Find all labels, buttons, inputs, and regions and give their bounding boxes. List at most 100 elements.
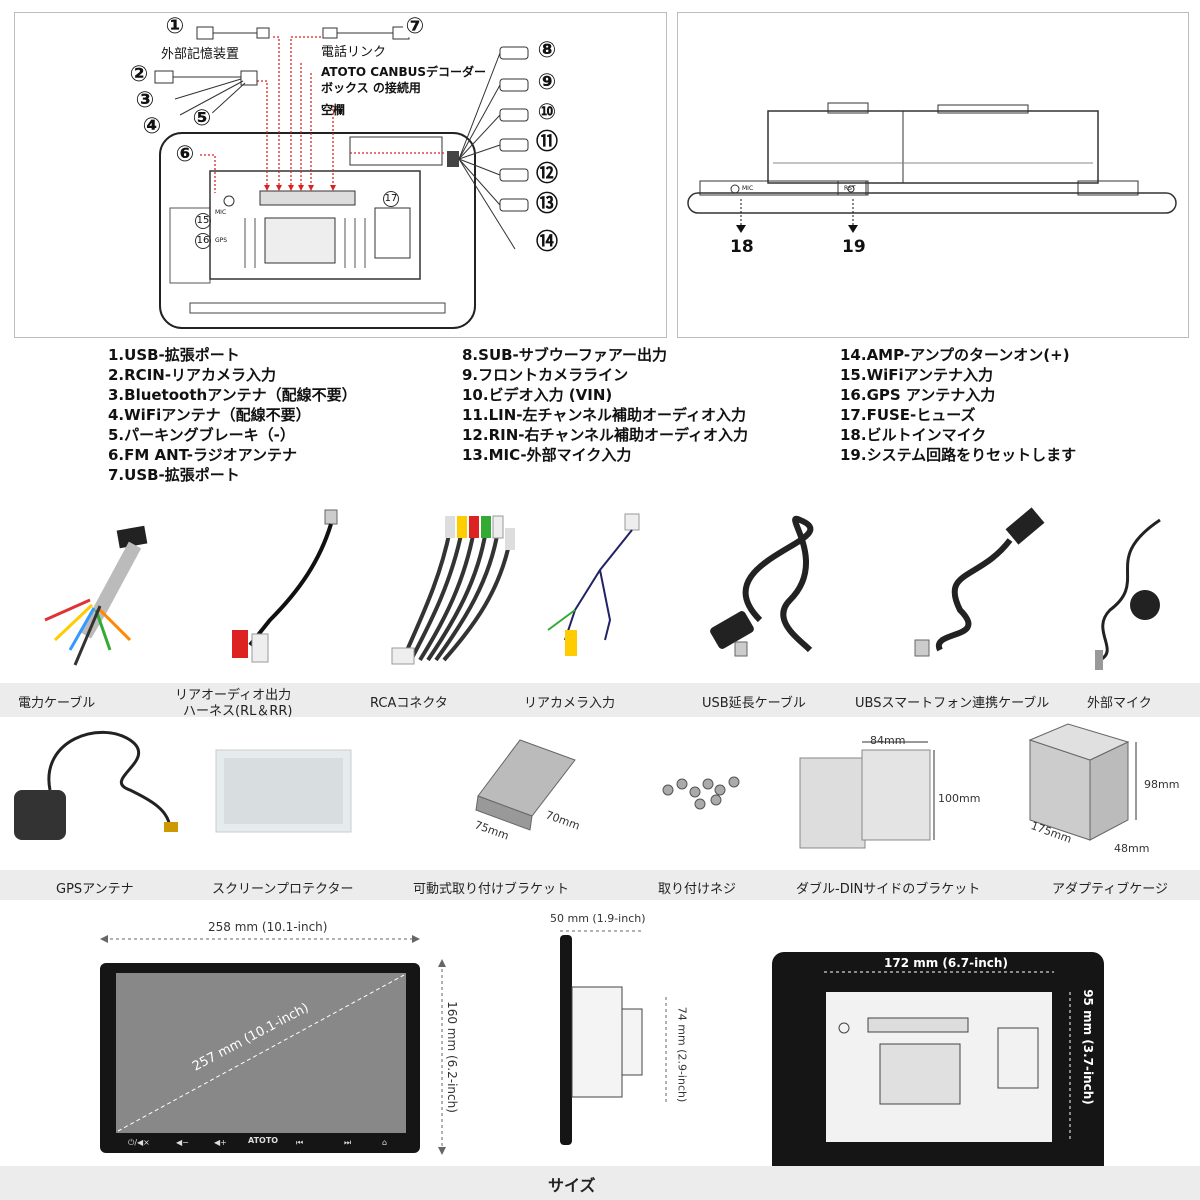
dim-cage-48: 48mm: [1114, 842, 1150, 855]
side-view-panel: MIC RST 18 19: [677, 12, 1189, 338]
mark-16: 16: [195, 233, 211, 249]
svg-text:⏭: ⏭: [344, 1138, 351, 1147]
mini-label-mic-side: MIC: [742, 185, 754, 192]
legend-item: 8.SUB-サブウーファアー出力: [462, 346, 667, 364]
label-phone-link: 電話リンク: [321, 45, 387, 60]
svg-text:⏻/◀×: ⏻/◀×: [128, 1138, 150, 1147]
movable-bracket-illustration: [475, 739, 576, 831]
accessory-illustrations-row1: [44, 507, 1161, 670]
svg-text:⏮: ⏮: [296, 1138, 303, 1147]
svg-text:◀+: ◀+: [214, 1138, 227, 1147]
caption-band-row2: [0, 870, 1200, 900]
wiring-diagram: [154, 26, 529, 329]
dim-back-width: 172 mm (6.7-inch): [884, 956, 1008, 970]
caption-mounting-screws: 取り付けネジ: [658, 882, 737, 897]
caption-rear-camera: リアカメラ入力: [524, 696, 616, 711]
mini-label-rst-side: RST: [844, 185, 856, 192]
side-view-drawing: [560, 930, 667, 1145]
legend-col-3: 14.AMP-アンプのターンオン(+) 15.WiFiアンテナ入力 16.GPS…: [840, 345, 1076, 465]
dim-cage-98: 98mm: [1144, 778, 1180, 791]
legend-item: 19.システム回路をりセットします: [840, 446, 1077, 464]
usb-extension-cable-illustration: [710, 515, 814, 657]
callout-1: ①: [163, 15, 187, 39]
legend-col-1: 1.USB-拡張ポート 2.RCIN-リアカメラ入力 3.Bluetoothアン…: [108, 345, 357, 485]
caption-adaptive-cage: アダプティブケージ: [1052, 882, 1168, 897]
dim-side-height: 74 mm (2.9-inch): [675, 1006, 689, 1103]
mounting-screws-illustration: [662, 776, 740, 810]
legend-item: 6.FM ANT-ラジオアンテナ: [108, 446, 298, 464]
caption-gps-antenna: GPSアンテナ: [56, 882, 134, 897]
dim-din-100: 100mm: [938, 792, 981, 805]
dim-side-depth: 50 mm (1.9-inch): [550, 912, 646, 925]
svg-text:◀−: ◀−: [176, 1138, 189, 1147]
callout-13: ⑬: [535, 192, 559, 217]
side-view-diagram: [687, 102, 1177, 233]
callout-10: ⑩: [535, 101, 559, 125]
mini-label-gps: GPS: [215, 237, 228, 244]
power-cable-illustration: [44, 525, 148, 666]
caption-band-row1: [0, 683, 1200, 717]
legend-item: 15.WiFiアンテナ入力: [840, 366, 994, 384]
dim-back-height: 95 mm (3.7-inch): [1080, 989, 1095, 1105]
callout-19: 19: [842, 237, 866, 257]
legend-item: 13.MIC-外部マイク入力: [462, 446, 632, 464]
legend-item: 7.USB-拡張ポート: [108, 466, 240, 484]
callout-14: ⑭: [535, 230, 559, 255]
legend-item: 5.パーキングブレーキ（-）: [108, 426, 295, 444]
wiring-diagram-panel: ① ⑦ ② ③ ④ ⑤ ⑥ ⑧ ⑨ ⑩ ⑪ ⑫ ⑬ ⑭ 外部記憶装置 電話リンク…: [14, 12, 667, 338]
dim-din-84: 84mm: [870, 734, 906, 747]
gps-antenna-illustration: [14, 730, 178, 840]
caption-din-bracket: ダブル-DINサイドのブラケット: [796, 882, 981, 897]
dim-front-height: 160 mm (6.2-inch): [444, 1001, 459, 1113]
legend-item: 14.AMP-アンプのターンオン(+): [840, 346, 1070, 364]
legend-item: 17.FUSE-ヒューズ: [840, 406, 976, 424]
caption-external-mic: 外部マイク: [1087, 696, 1152, 711]
legend-item: 12.RIN-右チャンネル補助オーディオ入力: [462, 426, 748, 444]
callout-4: ④: [140, 115, 164, 139]
mark-17: 17: [383, 191, 399, 207]
legend-item: 4.WiFiアンテナ（配線不要）: [108, 406, 311, 424]
legend-item: 9.フロントカメラライン: [462, 366, 629, 384]
callout-5: ⑤: [190, 107, 214, 131]
size-caption-band: [0, 1166, 1200, 1200]
rear-audio-harness-illustration: [232, 509, 338, 663]
callout-18: 18: [730, 237, 754, 257]
front-view-drawing: ⏻/◀×◀−◀+ ⏮⏭⌂: [100, 935, 446, 1155]
caption-usb-smartphone: UBSスマートフォン連携ケーブル: [855, 696, 1050, 711]
caption-power-cable: 電力ケーブル: [18, 696, 96, 711]
legend-item: 18.ビルトインマイク: [840, 426, 987, 444]
screen-protector-illustration: [215, 749, 352, 833]
brand-logo: ATOTO: [248, 1136, 279, 1145]
label-external-storage: 外部記憶装置: [161, 47, 240, 62]
double-din-bracket-illustration: [799, 741, 935, 849]
callout-8: ⑧: [535, 39, 559, 63]
rear-camera-cable-illustration: [547, 513, 640, 656]
mini-label-mic: MIC: [215, 209, 227, 216]
legend-item: 16.GPS アンテナ入力: [840, 386, 996, 404]
caption-usb-extension: USB延長ケーブル: [702, 696, 806, 711]
callout-9: ⑨: [535, 71, 559, 95]
label-canbus-2: ボックス の接続用: [321, 81, 421, 95]
usb-smartphone-cable-illustration: [914, 507, 1045, 657]
external-mic-illustration: [1095, 518, 1161, 670]
mark-15: 15: [195, 213, 211, 229]
rca-connector-illustration: [391, 515, 515, 665]
accessory-illustrations-row2: [14, 723, 1137, 849]
caption-rear-audio-2: ハーネス(RL＆RR): [183, 704, 293, 719]
caption-movable-bracket: 可動式取り付けブラケット: [413, 882, 570, 897]
legend-item: 10.ビデオ入力 (VIN): [462, 386, 613, 404]
size-title: サイズ: [548, 1176, 596, 1195]
label-empty: 空欄: [321, 103, 346, 117]
callout-12: ⑫: [535, 162, 559, 187]
callout-11: ⑪: [535, 130, 559, 155]
caption-screen-protector: スクリーンプロテクター: [212, 882, 354, 897]
adaptive-cage-illustration: [1028, 723, 1137, 841]
caption-rca-connector: RCAコネクタ: [370, 696, 448, 711]
legend-item: 11.LIN-左チャンネル補助オーディオ入力: [462, 406, 746, 424]
callout-3: ③: [133, 89, 157, 113]
legend-col-2: 8.SUB-サブウーファアー出力 9.フロントカメラライン 10.ビデオ入力 (…: [462, 345, 748, 465]
legend-item: 1.USB-拡張ポート: [108, 346, 240, 364]
caption-rear-audio-1: リアオーディオ出力: [175, 688, 292, 703]
dim-front-width: 258 mm (10.1-inch): [208, 920, 328, 934]
callout-7: ⑦: [403, 15, 427, 39]
